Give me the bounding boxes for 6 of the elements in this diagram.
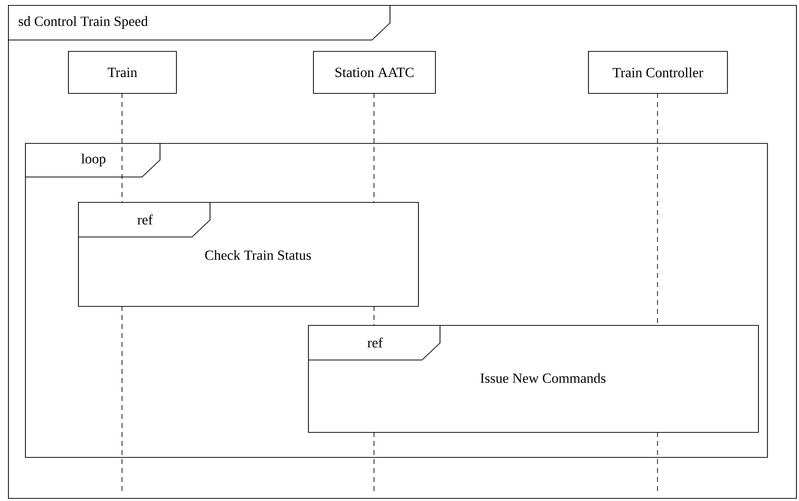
lifeline [657, 92, 658, 492]
interaction-ref: ref Issue New Commands [308, 324, 759, 433]
interaction-ref: ref Check Train Status [78, 202, 419, 307]
lifeline-box: Train Controller [588, 51, 728, 94]
lifeline-box: Station AATC [313, 51, 436, 94]
lifeline-box: Train [68, 51, 177, 94]
